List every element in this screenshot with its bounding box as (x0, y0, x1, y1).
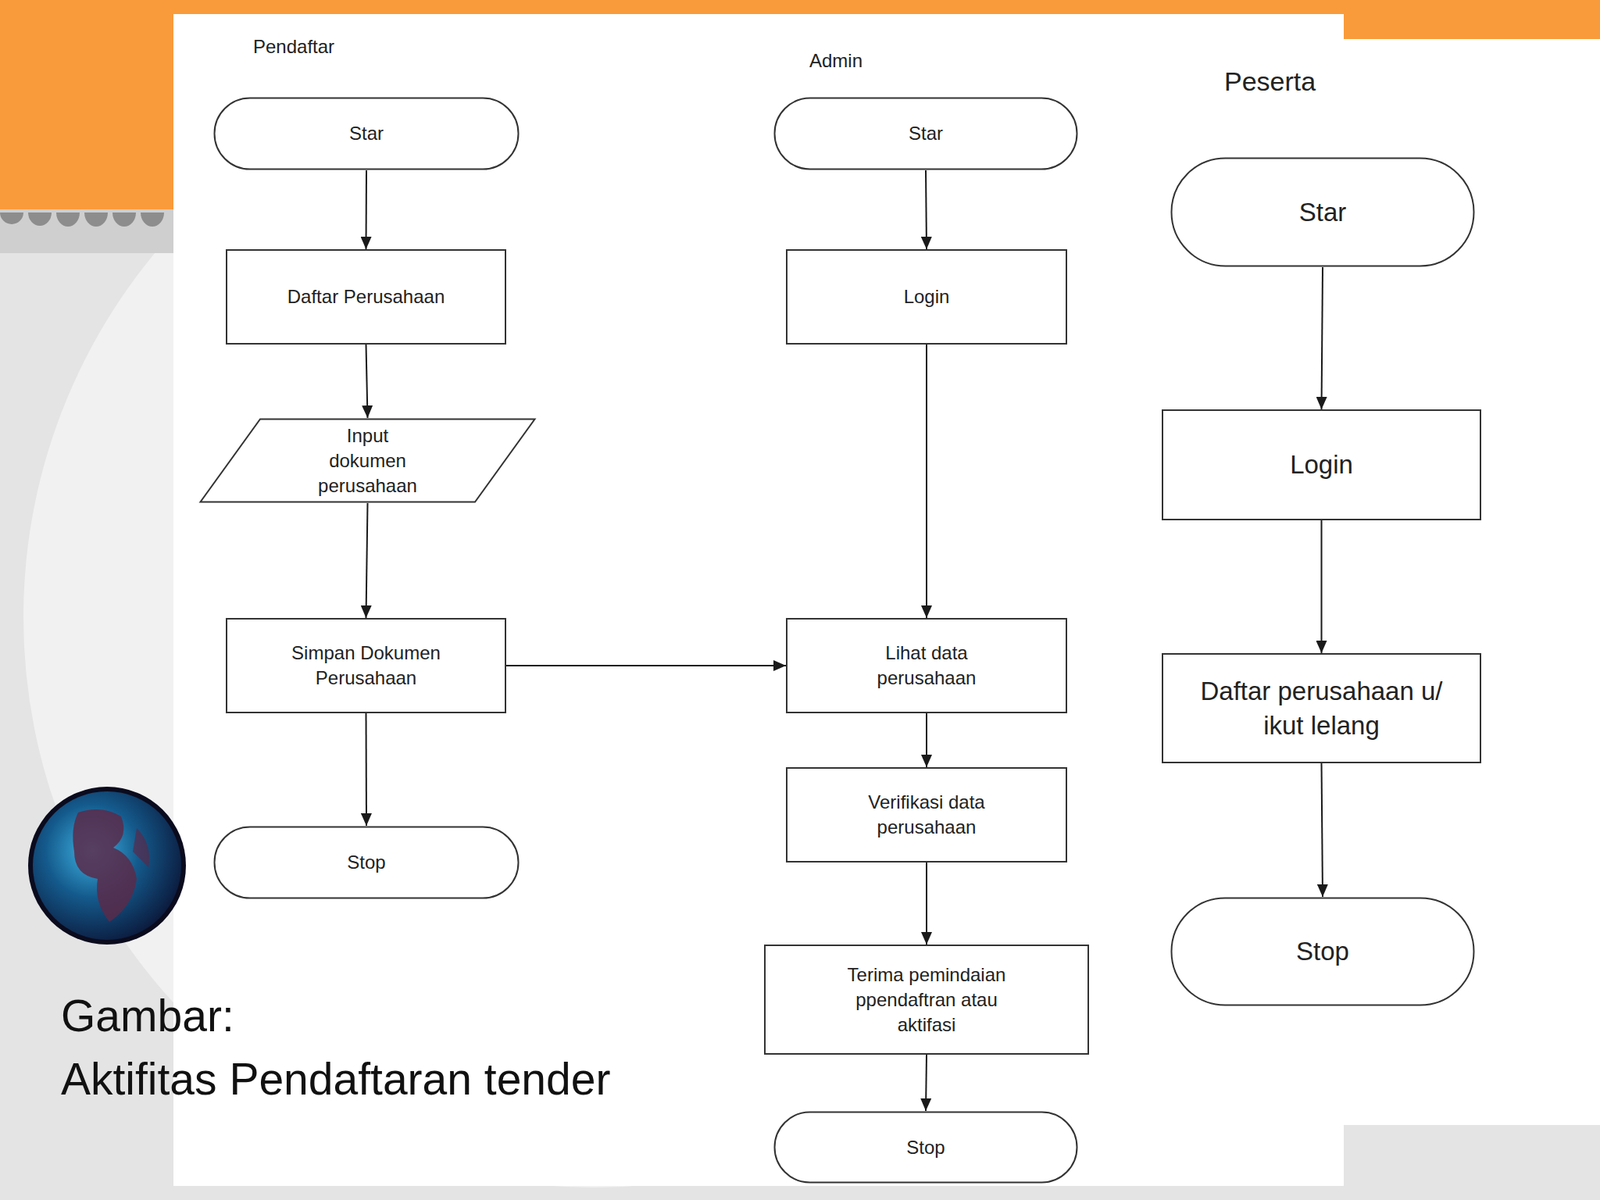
process-box: Login (1161, 409, 1482, 521)
process-box: Terima pemindaian ppendaftran atau aktif… (764, 944, 1090, 1055)
flow-arrow (925, 713, 928, 768)
flow-arrow (365, 713, 368, 826)
terminal-shape: Stop (213, 825, 520, 900)
terminal-shape: Star (213, 96, 520, 171)
node-text: Star (908, 121, 943, 147)
terminal-shape: Star (1170, 157, 1475, 268)
process-box: Login (785, 249, 1068, 345)
node-text: Login (1289, 447, 1354, 483)
node-text: Stop (1296, 934, 1350, 969)
node-text: Simpan Dokumen Perusahaan (280, 640, 453, 691)
process-box: Daftar Perusahaan (225, 249, 507, 345)
node-text: Stop (906, 1135, 945, 1161)
flow-arrow (1321, 267, 1324, 410)
flow-arrow (925, 862, 928, 945)
lane-label: Admin (809, 50, 863, 72)
flow-arrow (1321, 763, 1324, 897)
node-text: Daftar Perusahaan (287, 284, 445, 310)
process-box: Verifikasi data perusahaan (785, 767, 1068, 863)
lane-label: Peserta (1224, 66, 1316, 97)
scallop-pattern (0, 212, 165, 227)
flow-arrow (506, 664, 786, 667)
process-box: Lihat data perusahaan (785, 617, 1068, 714)
process-box: Daftar perusahaan u/ ikut lelang (1161, 653, 1482, 764)
input-parallelogram: Input dokumen perusahaan (199, 417, 536, 504)
node-outline (775, 1112, 1078, 1183)
globe-icon (28, 786, 186, 945)
flow-arrow (925, 170, 927, 250)
scallop-strip (0, 209, 180, 254)
flow-arrow (925, 1054, 927, 1111)
node-text: Login (903, 284, 950, 310)
white-panel (173, 14, 1344, 1186)
node-outline (214, 98, 519, 170)
process-box: Simpan Dokumen Perusahaan (225, 617, 507, 714)
terminal-shape: Stop (1170, 896, 1475, 1007)
flow-arrow (366, 503, 368, 618)
flow-arrow (925, 344, 928, 618)
flow-arrow (366, 344, 368, 418)
flow-arrow (365, 170, 368, 250)
lane-label: Pendaftar (253, 35, 335, 58)
terminal-shape: Star (773, 96, 1079, 171)
line-spacer (287, 984, 765, 1032)
node-outline (1171, 898, 1475, 1006)
node-text: Star (349, 121, 384, 147)
node-text: Star (1299, 195, 1347, 230)
node-outline (1171, 158, 1475, 267)
terminal-shape: Stop (773, 1110, 1079, 1184)
node-text: Daftar perusahaan u/ ikut lelang (1177, 674, 1467, 743)
node-text: Terima pemindaian ppendaftran atau aktif… (831, 962, 1023, 1038)
node-text: Verifikasi data perusahaan (850, 789, 1004, 840)
flow-arrow (1321, 520, 1323, 654)
figure-caption: Gambar: Aktifitas Pendaftaran tender (60, 990, 611, 1104)
node-outline (200, 419, 536, 503)
figure-caption-box: Gambar: Aktifitas Pendaftaran tender (60, 984, 765, 1111)
orange-corner (0, 0, 180, 210)
node-text: Input dokumen perusahaan (313, 423, 423, 499)
node-text: Lihat data perusahaan (862, 640, 992, 691)
node-outline (775, 98, 1078, 170)
node-text: Stop (346, 850, 386, 875)
node-outline (214, 827, 519, 899)
